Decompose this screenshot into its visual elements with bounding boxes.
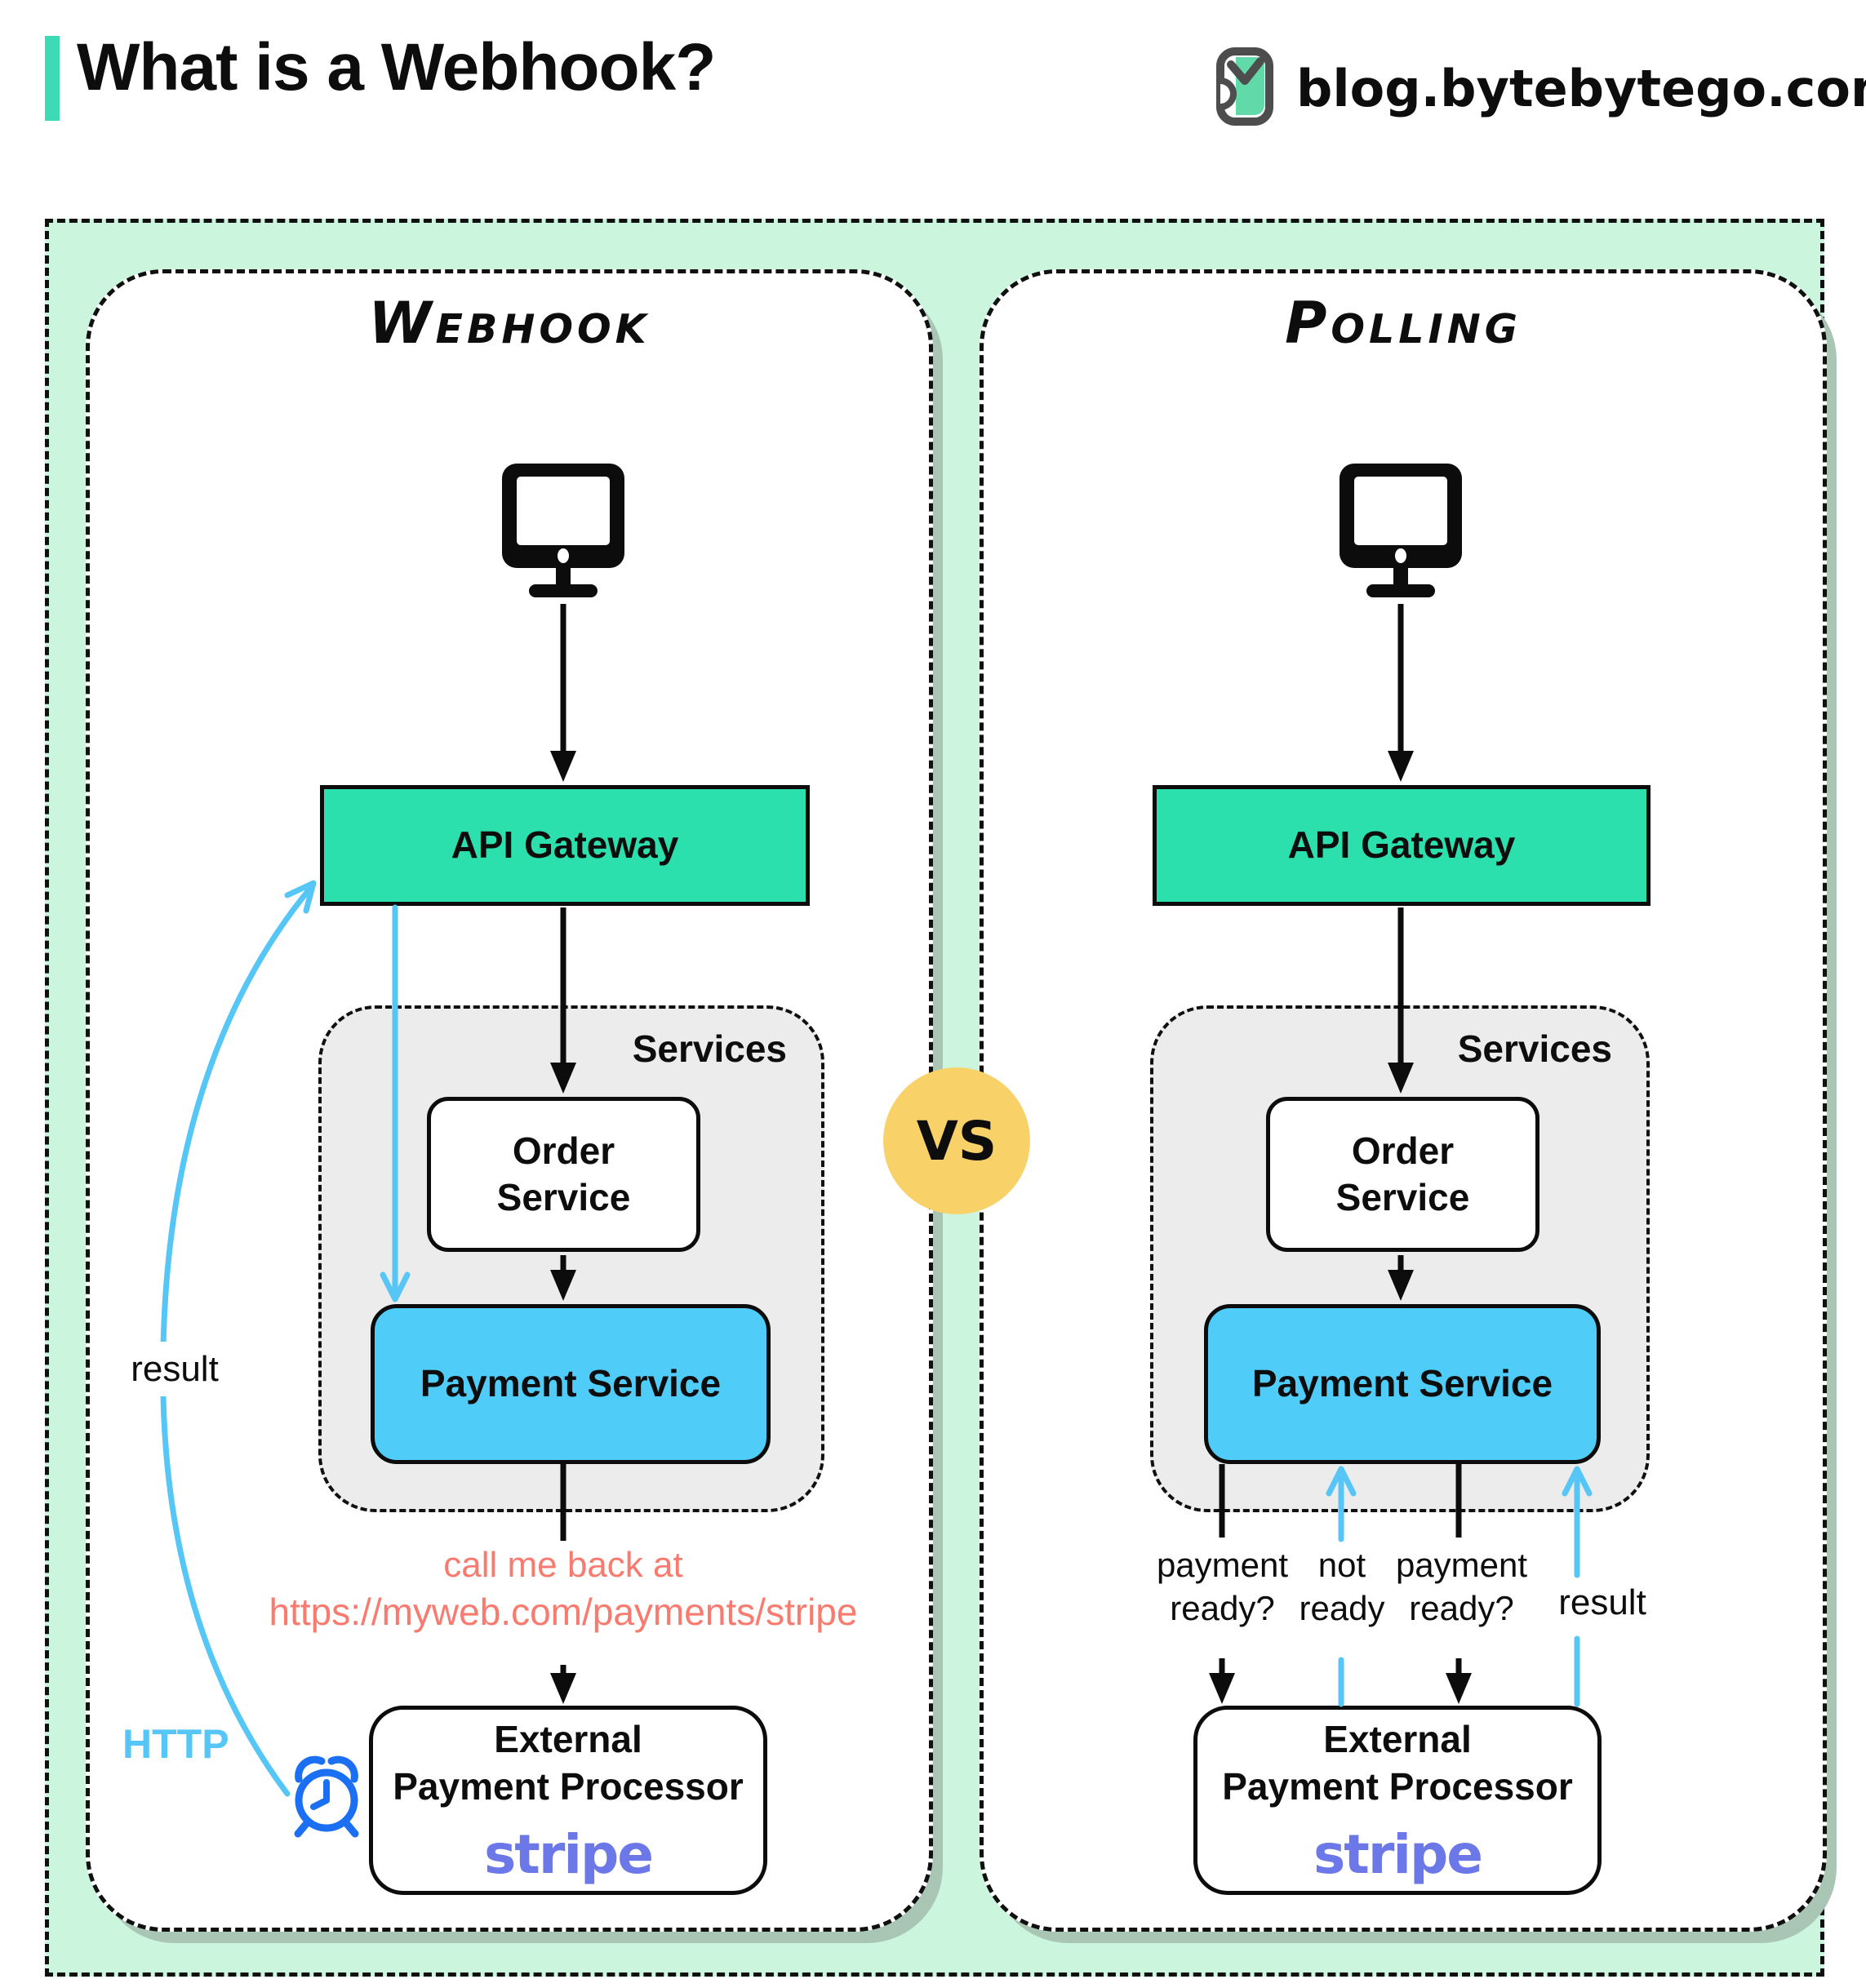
polling-panel-title: Polling [1285, 290, 1522, 357]
not-ready-label: not ready [1299, 1546, 1385, 1627]
api-gateway-label: API Gateway [451, 823, 679, 867]
computer-monitor-icon [1327, 462, 1474, 606]
services-label: Services [1457, 1027, 1612, 1070]
callback-note-url: https://myweb.com/payments/stripe [269, 1591, 858, 1633]
services-label: Services [632, 1027, 787, 1070]
stripe-logo-text: stripe [1313, 1823, 1483, 1887]
vs-label: VS [916, 1109, 997, 1173]
api-gateway-box-webhook: API Gateway [320, 785, 810, 906]
payment-service-box-polling: Payment Service [1204, 1304, 1601, 1464]
payment-service-label: Payment Service [1251, 1362, 1553, 1405]
external-payment-processor-box-webhook: External Payment Processor stripe [369, 1706, 767, 1895]
title-accent-bar [45, 36, 60, 121]
payment-service-box-webhook: Payment Service [371, 1304, 771, 1464]
brand: blog.bytebytego.com [1215, 47, 1866, 129]
payment-ready-label-2: payment ready? [1395, 1546, 1528, 1627]
stripe-logo-text: stripe [483, 1823, 654, 1887]
external-payment-processor-box-polling: External Payment Processor stripe [1193, 1706, 1602, 1895]
webhook-panel-title: Webhook [368, 290, 651, 357]
http-label: HTTP [122, 1721, 229, 1767]
result-label-webhook: result [103, 1342, 247, 1396]
result-label-polling: result [1558, 1582, 1646, 1622]
external-label-line1: External [1323, 1718, 1472, 1761]
order-service-label: Order Service [496, 1129, 631, 1219]
external-label-line2: Payment Processor [393, 1764, 744, 1808]
vs-badge: VS [883, 1067, 1030, 1214]
order-service-box-webhook: Order Service [427, 1097, 700, 1252]
page-title: What is a Webhook? [77, 30, 716, 104]
payment-service-label: Payment Service [420, 1362, 722, 1405]
api-gateway-label: API Gateway [1287, 823, 1516, 867]
external-label-line2: Payment Processor [1222, 1764, 1573, 1808]
order-service-box-polling: Order Service [1266, 1097, 1539, 1252]
alarm-clock-icon [281, 1748, 372, 1844]
brand-site-text: blog.bytebytego.com [1296, 58, 1866, 118]
bytebytego-logo-icon [1215, 47, 1275, 131]
external-label-line1: External [494, 1718, 642, 1761]
callback-note-line1: call me back at [443, 1545, 683, 1585]
computer-monitor-icon [490, 462, 637, 606]
api-gateway-box-polling: API Gateway [1153, 785, 1651, 906]
payment-ready-label-1: payment ready? [1156, 1546, 1289, 1627]
order-service-label: Order Service [1335, 1129, 1470, 1219]
